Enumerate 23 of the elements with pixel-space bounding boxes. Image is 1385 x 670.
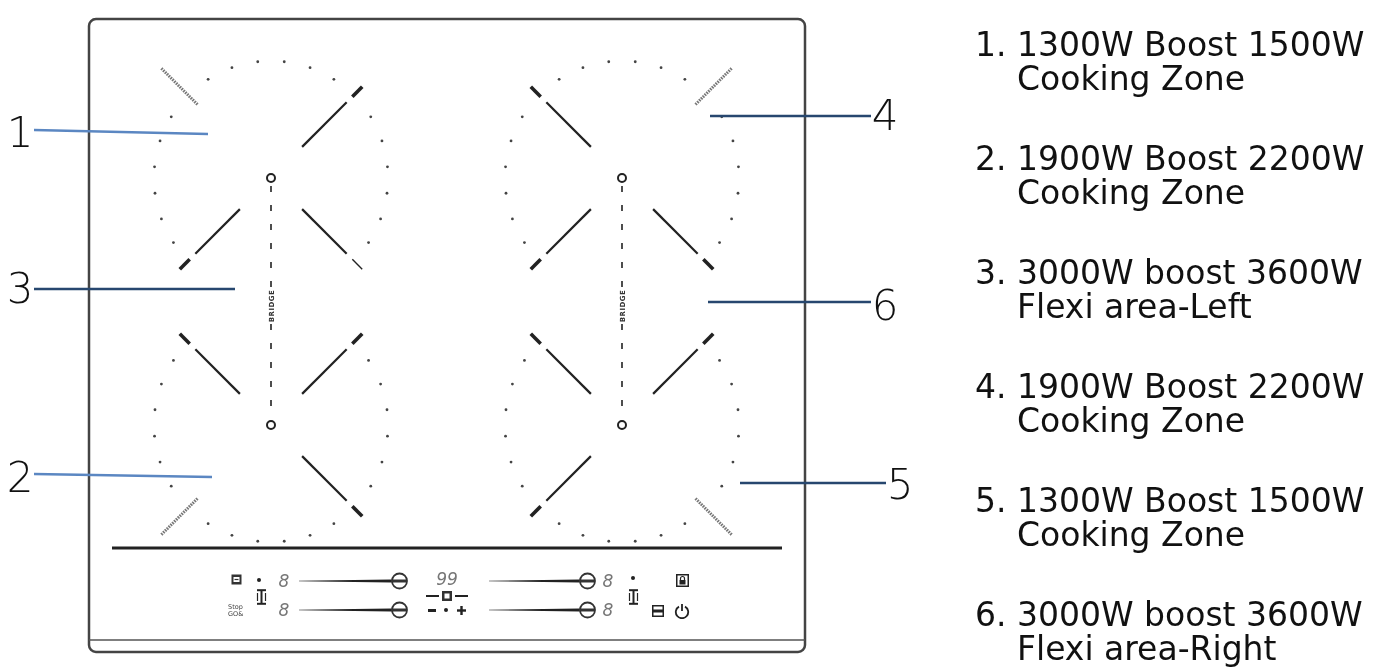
zone-description: 3. 3000W boost 3600W Flexi area-Left xyxy=(975,256,1364,324)
digit-display: 8 xyxy=(602,601,614,619)
callout-number: 1 xyxy=(6,112,34,154)
leader-line xyxy=(34,287,235,291)
leader-line xyxy=(33,472,213,479)
digit-display: 99 xyxy=(436,570,458,588)
zone-description: 2. 1900W Boost 2200W Cooking Zone xyxy=(975,142,1366,210)
callout-number: 3 xyxy=(6,268,34,310)
callout-number: 2 xyxy=(6,457,34,499)
leader-line xyxy=(708,300,871,304)
digit-display: 8 xyxy=(602,572,614,590)
zone-description: 1. 1300W Boost 1500W Cooking Zone xyxy=(975,28,1366,96)
callout-number: 6 xyxy=(871,285,899,327)
callout-number: 4 xyxy=(871,95,899,137)
zone-description: 4. 1900W Boost 2200W Cooking Zone xyxy=(975,370,1366,438)
zone-description: 6. 3000W boost 3600W Flexi area-Right xyxy=(975,598,1364,666)
leader-line xyxy=(740,481,886,485)
digit-display: 8 xyxy=(278,572,290,590)
leader-line xyxy=(33,128,209,136)
zone-description: 5. 1300W Boost 1500W Cooking Zone xyxy=(975,484,1366,552)
digit-display: 8 xyxy=(278,601,290,619)
leader-line xyxy=(710,114,871,118)
callout-number: 5 xyxy=(886,464,914,506)
